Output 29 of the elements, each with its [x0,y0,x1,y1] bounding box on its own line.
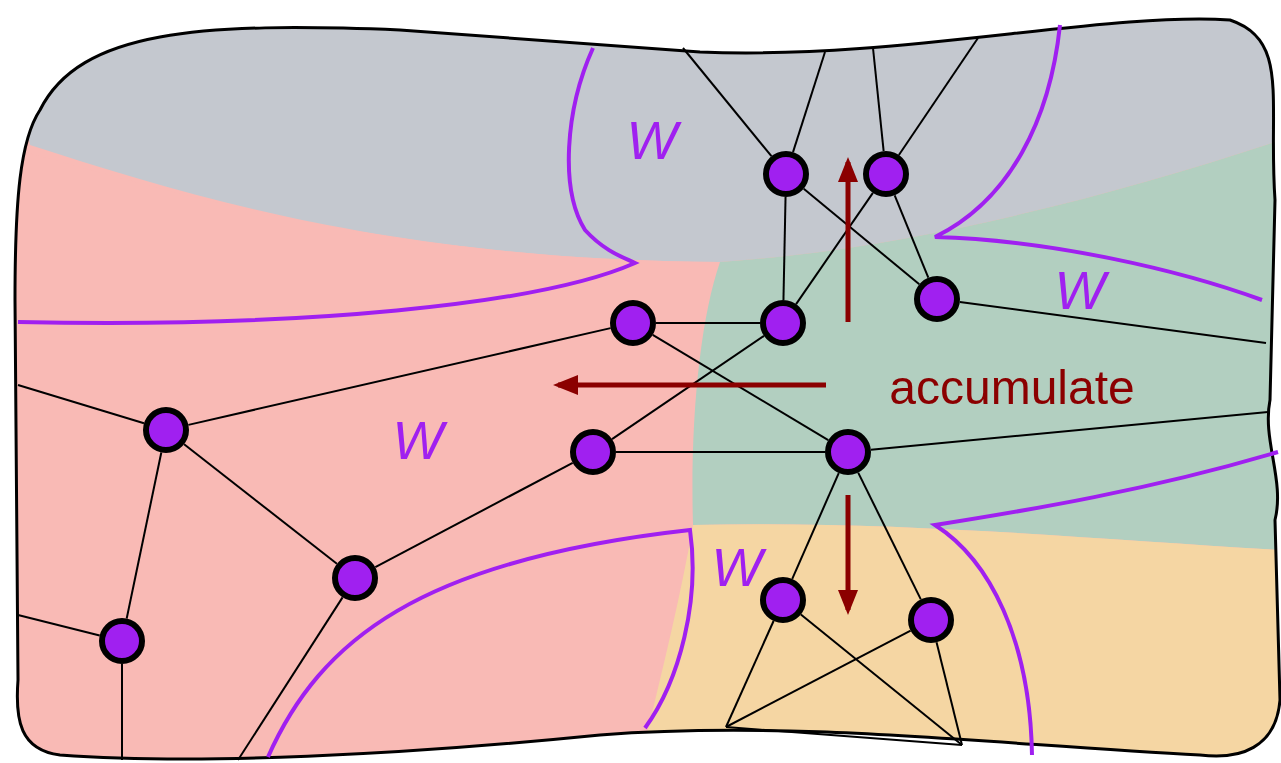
graph-edge [872,47,885,153]
graph-edge [791,472,840,580]
graph-edge [725,629,912,728]
graph-edge [183,443,338,565]
graph-edge [125,451,163,620]
graph-edge [17,384,145,425]
graph-edge [121,663,123,761]
graph-edge [655,322,761,324]
graph-edge [615,451,826,453]
graph-edge [792,51,826,154]
graph-edge [17,614,101,637]
graph-edge [958,301,1267,344]
accumulate-label: accumulate [889,364,1135,412]
graph-edge [651,333,830,442]
graph-edge [187,327,612,426]
graph-edge [374,461,574,569]
graph-edge [782,196,787,301]
graph-edge [237,596,344,761]
graph-edge [725,620,775,728]
graph-edge [802,187,921,286]
graph-edge [897,37,979,156]
graph-edge [795,191,874,306]
graph-edge [857,471,922,601]
graph-edge [799,613,963,746]
graph-edge [869,411,1269,451]
graph-edge [935,641,963,746]
graph-edge [893,194,930,279]
graph-edge [682,47,773,158]
graph-edge [611,334,765,441]
